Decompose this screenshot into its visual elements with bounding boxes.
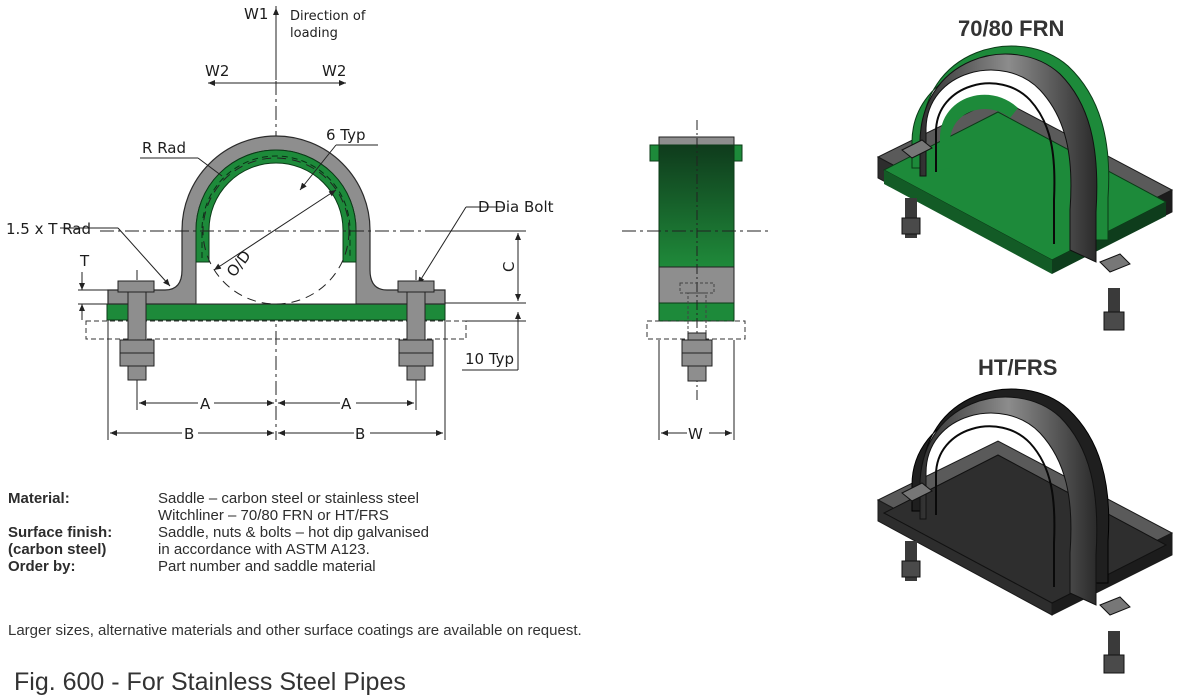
d-bolt-label: D Dia Bolt <box>478 198 554 216</box>
product-image-black <box>876 388 1174 674</box>
bolt-left <box>117 270 155 400</box>
w2-left-label: W2 <box>205 62 229 80</box>
spec-value: Witchliner – 70/80 FRN or HT/FRS <box>158 507 389 524</box>
front-view: W1 Direction of loading W2 W2 R Rad 6 Ty… <box>6 5 554 443</box>
spec-key: Material: <box>8 490 70 507</box>
spec-value: in accordance with ASTM A123. <box>158 541 370 558</box>
spec-row: Order by: Part number and saddle material <box>8 558 429 575</box>
product-image-green <box>876 45 1174 331</box>
direction-label-2: loading <box>290 26 338 41</box>
b-left-label: B <box>184 425 194 443</box>
side-view: W <box>622 120 768 443</box>
spec-row: Witchliner – 70/80 FRN or HT/FRS <box>8 507 429 524</box>
t-rad-label: 1.5 x T Rad <box>6 220 91 238</box>
figure-caption: Fig. 600 - For Stainless Steel Pipes <box>14 668 406 696</box>
spec-key: Order by: <box>8 558 76 575</box>
c-label: C <box>500 262 518 272</box>
r-rad-label: R Rad <box>142 139 186 157</box>
spec-row: Material: Saddle – carbon steel or stainl… <box>8 490 429 507</box>
bolt-right <box>397 270 435 400</box>
w1-label: W1 <box>244 5 268 23</box>
a-right-label: A <box>341 395 352 413</box>
a-left-label: A <box>200 395 211 413</box>
availability-note: Larger sizes, alternative materials and … <box>8 622 582 639</box>
spec-key <box>8 507 158 524</box>
product-title-top: 70/80 FRN <box>958 16 1065 41</box>
spec-value: Saddle – carbon steel or stainless steel <box>158 490 419 507</box>
six-typ-label: 6 Typ <box>326 126 366 144</box>
w-label: W <box>688 425 703 443</box>
t-label: T <box>79 252 90 270</box>
product-title-bottom: HT/FRS <box>978 355 1058 380</box>
direction-label-1: Direction of <box>290 9 366 24</box>
spec-key: Surface finish: <box>8 524 113 541</box>
spec-value: Saddle, nuts & bolts – hot dip galvanise… <box>158 524 430 541</box>
b-right-label: B <box>355 425 365 443</box>
spec-table: Material: Saddle – carbon steel or stainl… <box>8 490 429 575</box>
liner-strip <box>106 303 446 321</box>
spec-row: (carbon steel) in accordance with ASTM A1… <box>8 541 429 558</box>
witchliner <box>195 149 357 263</box>
spec-row: Surface finish: Saddle, nuts & bolts – ho… <box>8 524 429 541</box>
spec-value: Part number and saddle material <box>158 558 376 575</box>
spec-key: (carbon steel) <box>8 541 107 558</box>
w2-right-label: W2 <box>322 62 346 80</box>
ten-typ-label: 10 Typ <box>465 350 514 368</box>
